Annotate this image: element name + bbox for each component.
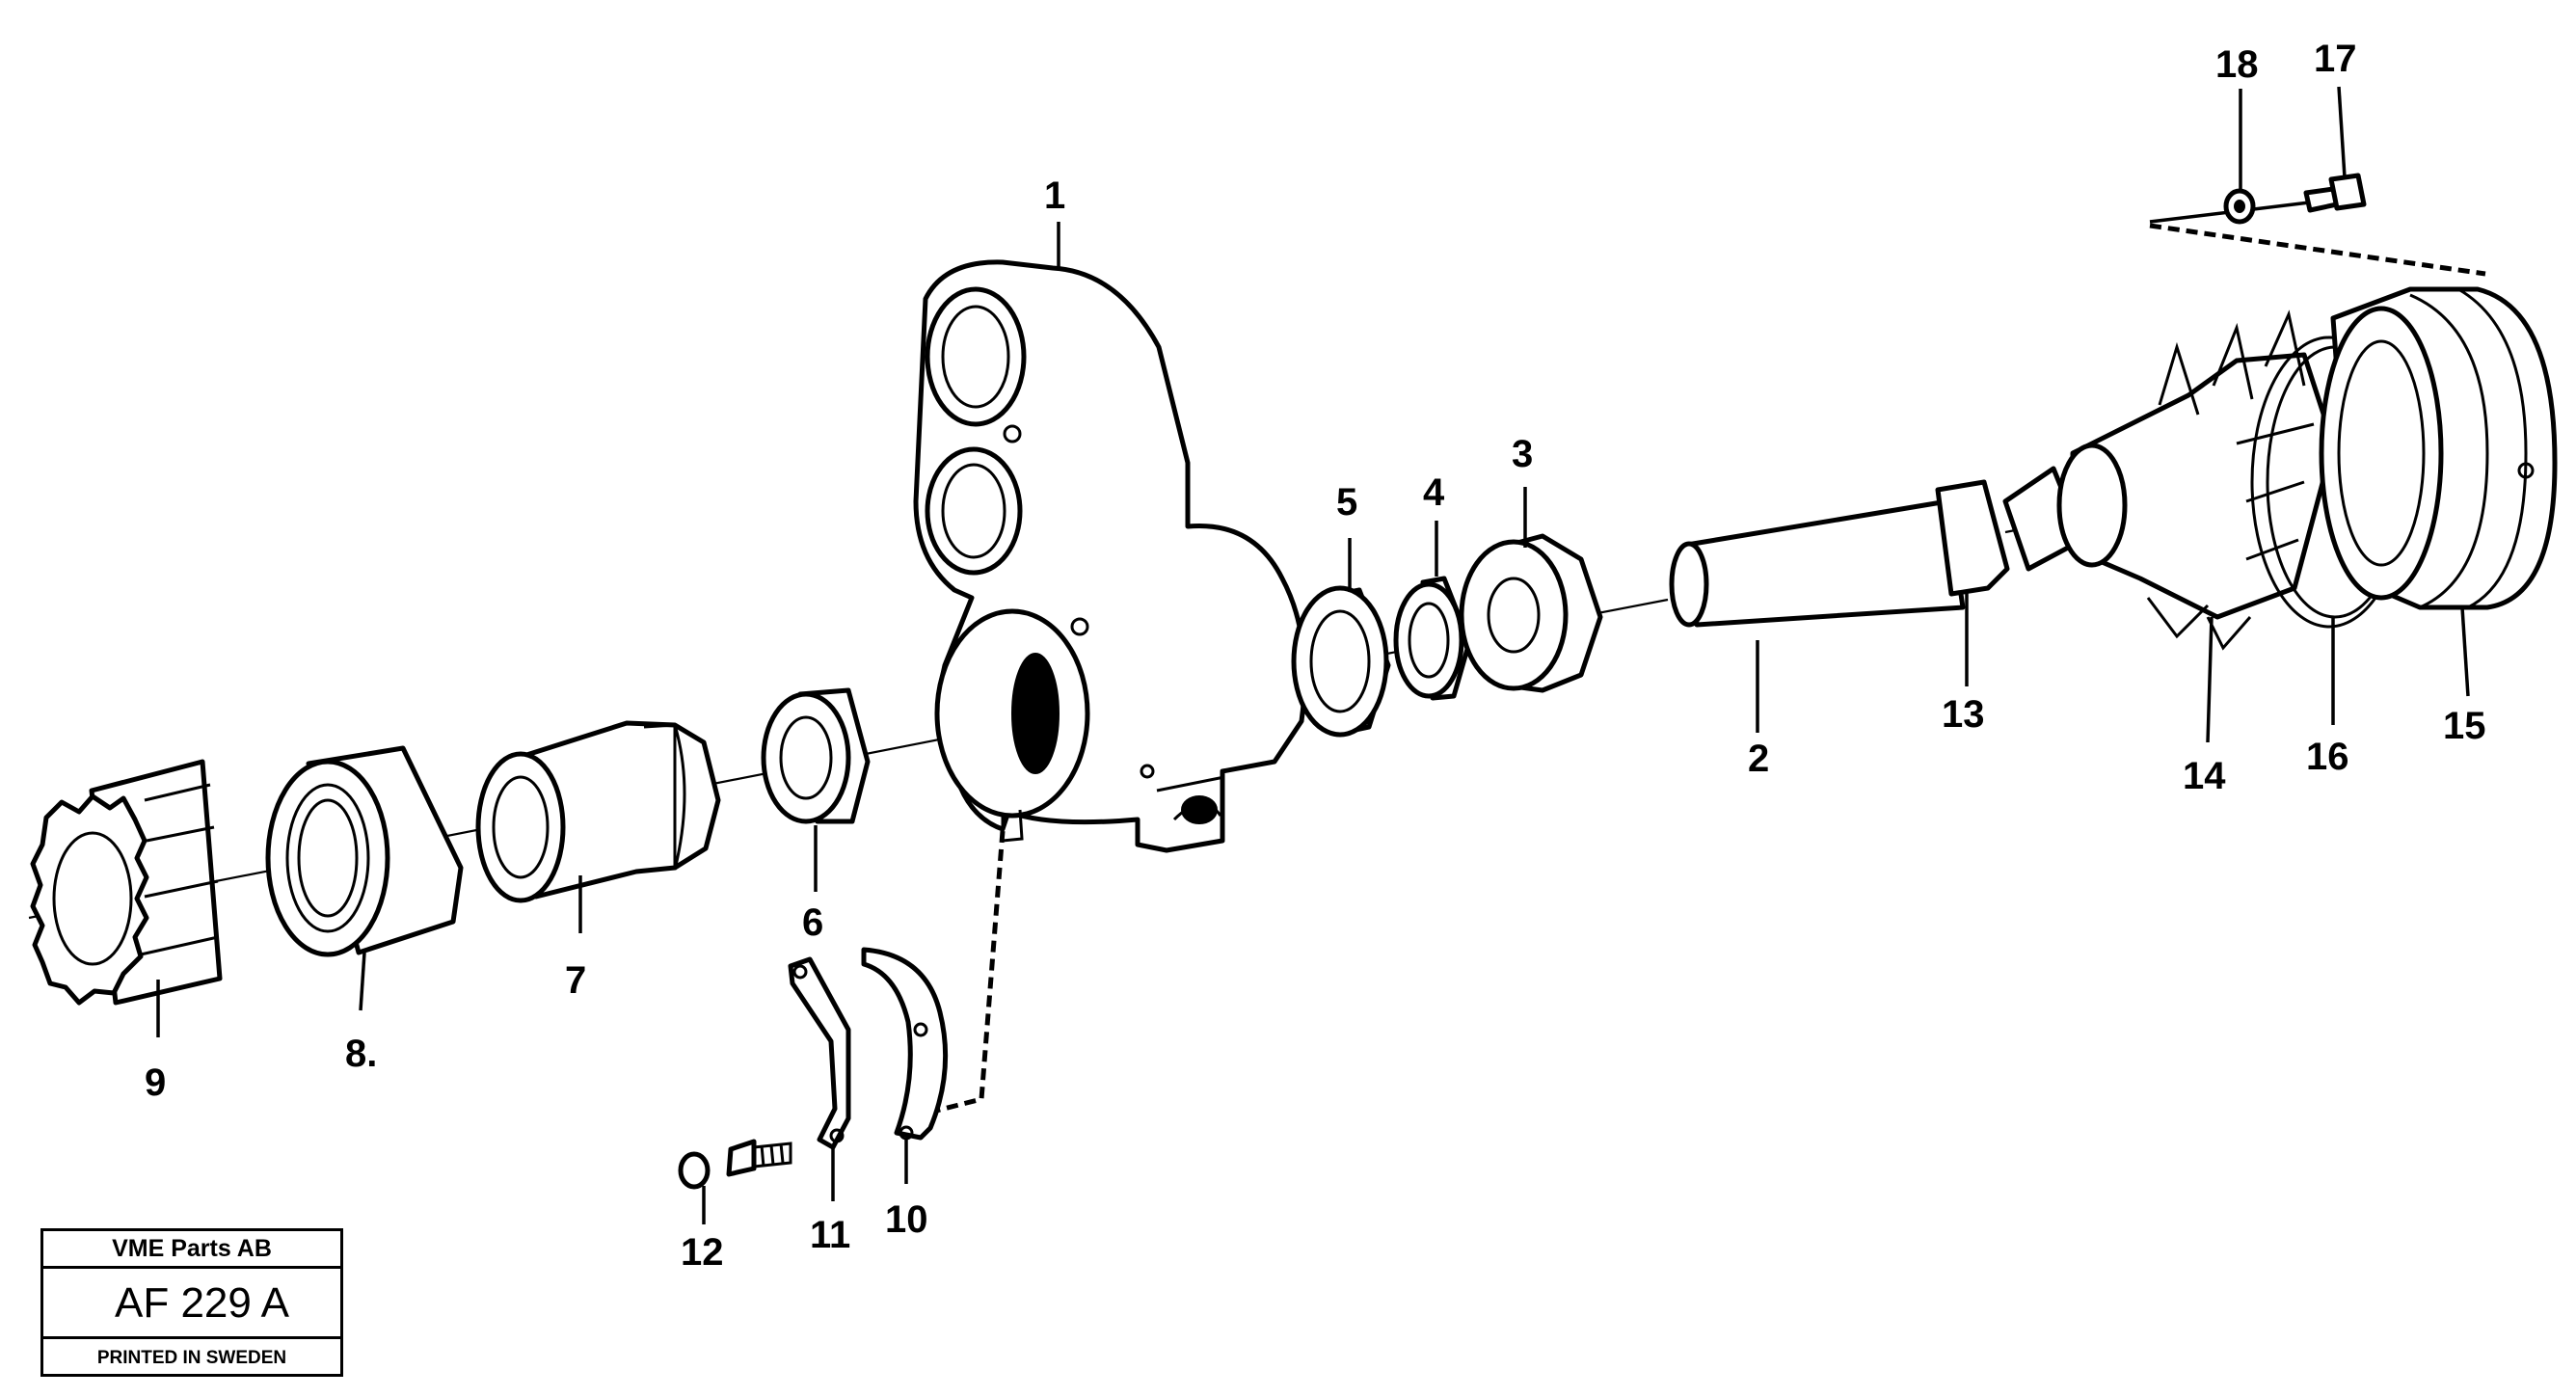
part-7-sleeve (475, 720, 721, 903)
part-labels: 1 2 3 4 5 6 7 8. 9 10 11 12 13 14 15 16 … (145, 38, 2486, 1274)
part-1-pump-housing (913, 259, 1307, 853)
label-14: 14 (2183, 755, 2226, 797)
part-8-bearing (265, 745, 464, 957)
label-8: 8. (345, 1033, 377, 1075)
leader-lines (156, 86, 2470, 1224)
label-6: 6 (802, 901, 823, 944)
title-block-company: VME Parts AB (43, 1231, 340, 1269)
label-17: 17 (2314, 38, 2357, 80)
label-7: 7 (565, 959, 586, 1002)
part-9-gear (30, 759, 223, 1006)
part-15-pulley (2319, 286, 2558, 610)
part-2-shaft (1669, 466, 2085, 628)
label-15: 15 (2443, 705, 2486, 747)
label-18: 18 (2215, 43, 2259, 86)
label-3: 3 (1512, 433, 1533, 475)
label-2: 2 (1748, 738, 1769, 780)
part-6-seal-ring (761, 687, 871, 824)
part-10-11-12-lock-plates (678, 830, 1006, 1190)
label-13: 13 (1942, 693, 1985, 736)
title-block-drawing-code: AF 229 A (43, 1269, 340, 1339)
part-3-seal (1459, 533, 1603, 693)
label-10: 10 (885, 1198, 928, 1241)
label-16: 16 (2306, 736, 2349, 778)
part-14-impeller (2056, 309, 2336, 651)
label-1: 1 (1044, 175, 1065, 217)
label-9: 9 (145, 1061, 166, 1104)
label-4: 4 (1423, 471, 1445, 514)
part-4-ring (1393, 576, 1472, 701)
part-17-18-screw-washer (2149, 173, 2486, 277)
label-11: 11 (810, 1214, 850, 1256)
title-block-print-note: PRINTED IN SWEDEN (96, 1348, 287, 1368)
label-12: 12 (681, 1231, 724, 1274)
label-5: 5 (1336, 481, 1357, 524)
part-5-bearing (1291, 585, 1391, 738)
title-block: VME Parts AB AF 229 A PRINTED IN SWEDEN (40, 1228, 343, 1377)
